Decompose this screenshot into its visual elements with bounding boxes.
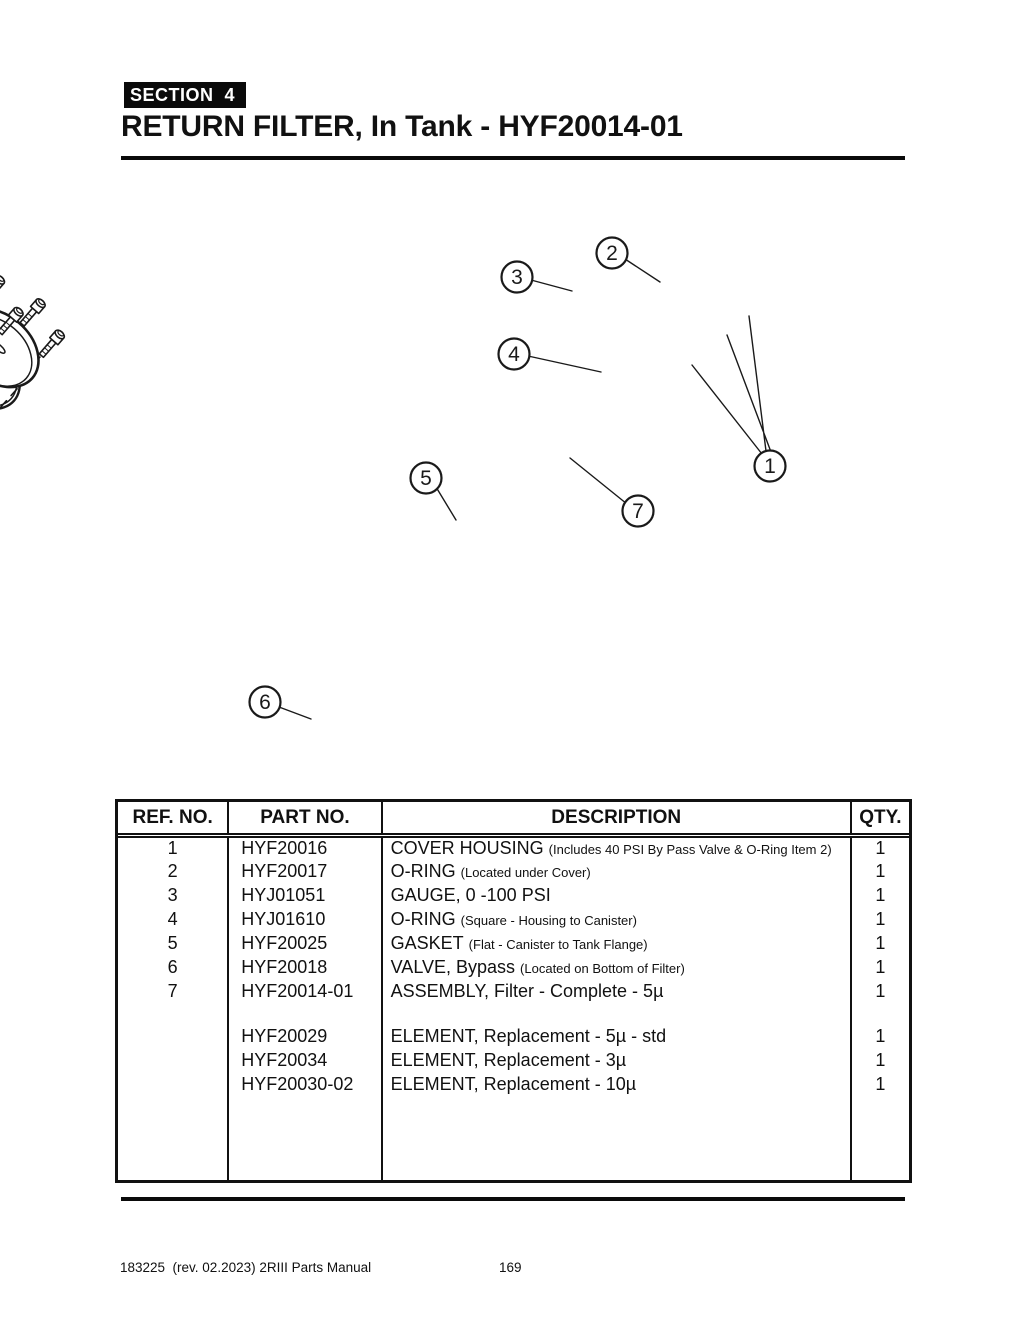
cell-desc: ELEMENT, Replacement - 10µ (381, 1072, 852, 1097)
col-header-desc: DESCRIPTION (381, 802, 852, 838)
table-row: HYF20029 ELEMENT, Replacement - 5µ - std… (118, 1024, 909, 1049)
cell-ref: 2 (118, 859, 230, 884)
cell-desc: GASKET(Flat - Canister to Tank Flange) (381, 931, 852, 956)
cell-ref: 3 (118, 883, 230, 908)
cell-qty: 1 (875, 909, 886, 929)
cover-plate-drawing (0, 307, 40, 389)
cell-ref (118, 1003, 230, 1025)
cell-desc: VALVE, Bypass(Located on Bottom of Filte… (381, 955, 852, 980)
cell-desc: ELEMENT, Replacement - 5µ - std (381, 1024, 852, 1049)
cell-part: HYF20016 (228, 835, 383, 860)
cell-ref: 1 (118, 835, 230, 860)
table-spacer-row (118, 1003, 909, 1025)
table-row: 5 HYF20025 GASKET(Flat - Canister to Tan… (118, 931, 909, 956)
callout-2: 2 (595, 236, 629, 270)
cell-qty: 1 (875, 1050, 886, 1070)
callout-1: 1 (753, 449, 787, 483)
cell-qty: 1 (875, 1074, 886, 1094)
table-row: 2 HYF20017 O-RING(Located under Cover) 1 (118, 859, 909, 884)
cell-part: HYF20029 (228, 1024, 383, 1049)
section-badge: SECTION 4 (124, 82, 247, 108)
callout-4: 4 (497, 337, 531, 371)
callout-3-number: 3 (511, 266, 523, 289)
footer-rule (121, 1197, 905, 1201)
cell-desc: COVER HOUSING(Includes 40 PSI By Pass Va… (381, 835, 852, 860)
callout-5-number: 5 (420, 467, 432, 490)
cell-ref: 7 (118, 979, 230, 1004)
cell-part: HYF20018 (228, 955, 383, 980)
callout-5: 5 (409, 461, 443, 495)
cell-qty (851, 1004, 909, 1025)
callout-7: 7 (621, 494, 655, 528)
cell-ref (118, 1072, 230, 1097)
table-row: HYF20030-02 ELEMENT, Replacement - 10µ 1 (118, 1072, 909, 1097)
cell-desc: GAUGE, 0 -100 PSI (381, 883, 852, 908)
callout-3: 3 (500, 260, 534, 294)
cell-qty: 1 (875, 1026, 886, 1046)
callout-6: 6 (248, 685, 282, 719)
callout-leader-lines (278, 258, 772, 720)
callout-6-number: 6 (259, 691, 271, 714)
cell-qty: 1 (875, 981, 886, 1001)
callout-1-number: 1 (764, 455, 776, 478)
cell-desc: O-RING(Square - Housing to Canister) (381, 907, 852, 932)
table-row: 4 HYJ01610 O-RING(Square - Housing to Ca… (118, 907, 909, 932)
title-rule (121, 156, 905, 160)
callout-2-number: 2 (606, 242, 618, 265)
table-row: HYF20034 ELEMENT, Replacement - 3µ 1 (118, 1048, 909, 1073)
cell-part: HYF20017 (228, 859, 383, 884)
cell-desc: ASSEMBLY, Filter - Complete - 5µ (381, 979, 852, 1004)
cell-ref: 6 (118, 955, 230, 980)
cell-desc: O-RING(Located under Cover) (381, 859, 852, 884)
page-title: RETURN FILTER, In Tank - HYF20014-01 (121, 110, 683, 143)
cell-part: HYJ01610 (228, 907, 383, 932)
cell-qty: 1 (875, 861, 886, 881)
page-number: 169 (499, 1260, 522, 1275)
table-filler-row (118, 1096, 909, 1180)
footer-doc-info: 183225 (rev. 02.2023) 2RIII Parts Manual (120, 1260, 372, 1275)
col-header-part: PART NO. (228, 802, 383, 838)
callout-7-number: 7 (632, 500, 644, 523)
table-row: 1 HYF20016 COVER HOUSING(Includes 40 PSI… (118, 835, 909, 860)
table-header-row: REF. NO. PART NO. DESCRIPTION QTY. (118, 802, 909, 838)
table-row: 7 HYF20014-01 ASSEMBLY, Filter - Complet… (118, 979, 909, 1004)
col-header-qty: QTY. (850, 802, 909, 838)
cell-desc: ELEMENT, Replacement - 3µ (381, 1048, 852, 1073)
cell-part: HYF20014-01 (228, 979, 383, 1004)
cell-qty: 1 (875, 885, 886, 905)
cell-part (228, 1003, 383, 1025)
cell-ref (118, 1048, 230, 1073)
cell-part: HYF20030-02 (228, 1072, 383, 1097)
cell-qty: 1 (875, 838, 886, 859)
cell-ref (118, 1024, 230, 1049)
cell-ref: 5 (118, 931, 230, 956)
table-row: 6 HYF20018 VALVE, Bypass(Located on Bott… (118, 955, 909, 980)
table-row: 3 HYJ01051 GAUGE, 0 -100 PSI 1 (118, 883, 909, 908)
cell-part: HYJ01051 (228, 883, 383, 908)
col-header-ref: REF. NO. (118, 802, 230, 838)
callout-4-number: 4 (508, 343, 520, 366)
cell-part: HYF20025 (228, 931, 383, 956)
cell-qty: 1 (875, 933, 886, 953)
cell-part: HYF20034 (228, 1048, 383, 1073)
cell-desc (381, 1003, 852, 1025)
cell-ref: 4 (118, 907, 230, 932)
parts-table: REF. NO. PART NO. DESCRIPTION QTY. 1 HYF… (115, 799, 912, 1183)
cell-qty: 1 (875, 957, 886, 977)
